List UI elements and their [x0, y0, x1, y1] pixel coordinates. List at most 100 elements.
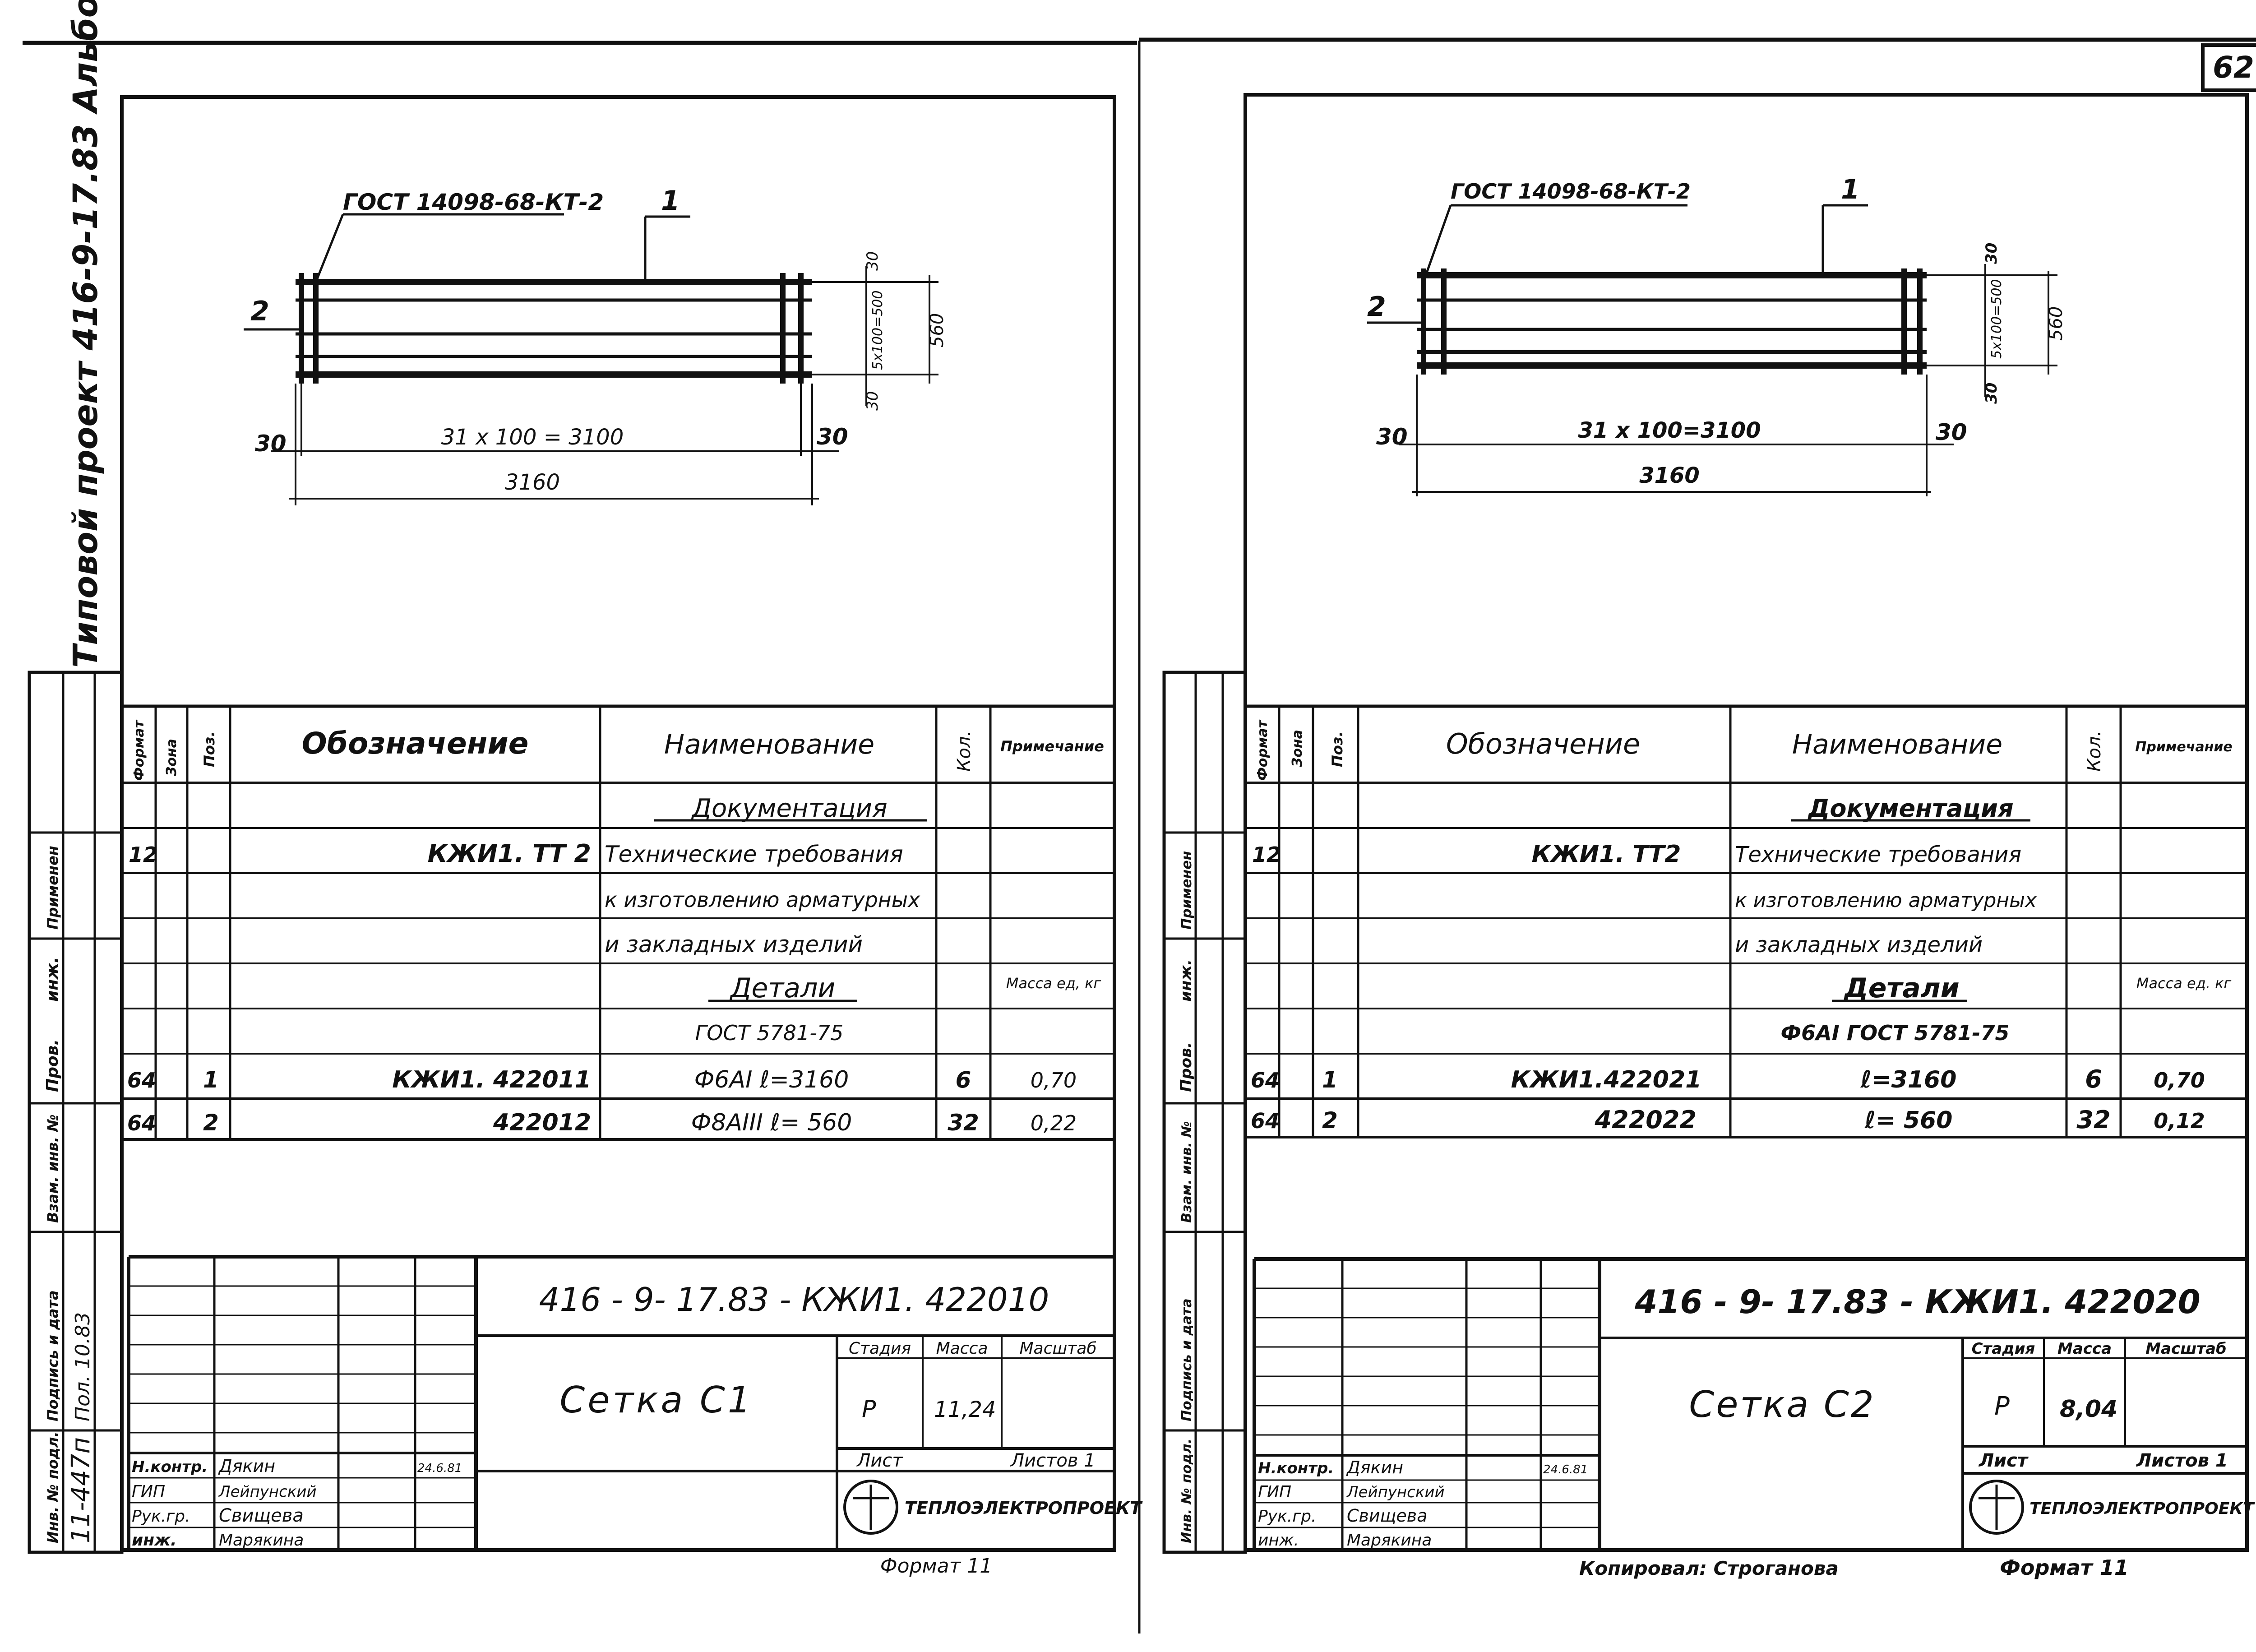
copied-by-right: Копировал: Строганова [1579, 1557, 1839, 1579]
page-number: 62 [2213, 50, 2254, 85]
dim-height-left: 560 [927, 313, 948, 347]
drawing-title-left: Сетка С1 [559, 1379, 753, 1421]
staff-name-right: Лейпунский [1346, 1483, 1445, 1501]
dim-end-right-right: 30 [1936, 419, 1967, 445]
stamp-vzam-inv: Взам. инв. № [44, 1114, 61, 1223]
stamp-prov-right: Пров. [1177, 1042, 1195, 1092]
stage-value-left: Р [862, 1396, 876, 1423]
stamp-inzh: инж. [43, 957, 62, 1002]
stage-value-right: Р [1994, 1392, 2010, 1421]
stamp-podl-number: 11-447п [66, 1437, 96, 1543]
org-name-right: ТЕПЛОЭЛЕКТРОПРОЕКТ [2029, 1499, 2255, 1518]
row-designation-right: 422022 [1595, 1106, 1697, 1134]
stamp-inv-podl: Инв. № подл. [44, 1431, 61, 1543]
hdr-pos-right: Поз. [1329, 731, 1346, 767]
title-block-left [127, 1255, 1114, 1550]
drawing-code-left: 416 - 9- 17.83 - КЖИ1. 422010 [539, 1281, 1049, 1319]
sheet-border [23, 37, 2256, 1633]
stamp-inzh-right: инж. [1177, 959, 1195, 1002]
pos2-label-left: 2 [250, 296, 269, 327]
title-block-right [1253, 1257, 2247, 1550]
left-sheet: ГОСТ 14098-68-КТ-2 1 2 31 x 100 = 3100 3… [28, 95, 1143, 1578]
mass-value-right: 8,04 [2060, 1396, 2117, 1423]
stamp-vzam-inv-right: Взам. инв. № [1179, 1121, 1195, 1223]
hdr-name-left: Наименование [664, 729, 874, 760]
staff-role-left: ГИП [132, 1482, 165, 1501]
staff-name-left: Марякина [219, 1531, 304, 1550]
row-format-right: 12 [1252, 842, 1281, 867]
row-name-right: Детали [1843, 972, 1959, 1004]
side-stamp-left [28, 671, 124, 1554]
gost-note-left: ГОСТ 14098-68-КТ-2 [343, 189, 604, 215]
row-name-right: ℓ=3160 [1860, 1066, 1957, 1093]
row-pos-left: 1 [203, 1067, 219, 1093]
dim-span-right: 31 x 100=3100 [1578, 418, 1761, 443]
mesh-c1-drawing [244, 213, 938, 505]
row-name-left: ГОСТ 5781-75 [695, 1021, 844, 1045]
row-pos-right: 1 [1322, 1067, 1338, 1093]
format-label-left: Формат 11 [880, 1555, 993, 1578]
row-note-right: Масса ед. кг [2136, 975, 2232, 992]
hdr-qty-right: Кол. [2084, 731, 2105, 772]
row-designation-left: КЖИ1. 422011 [392, 1066, 591, 1093]
sheet-label-left: Лист [856, 1450, 903, 1471]
dim-top-right: 30 [1983, 243, 2001, 264]
hdr-note-right: Примечание [2135, 739, 2232, 755]
dim-end-right-left: 30 [817, 424, 848, 450]
staff-date-left: 24.6.81 [417, 1462, 462, 1475]
staff-role-right: Н.контр. [1258, 1459, 1334, 1477]
row-name-left: Ф8АIII ℓ= 560 [691, 1109, 852, 1136]
staff-name-left: Дякин [218, 1456, 275, 1476]
staff-name-right: Марякина [1347, 1531, 1432, 1550]
gost-note-right: ГОСТ 14098-68-КТ-2 [1451, 179, 1691, 204]
stamp-inv-podl-right: Инв. № подл. [1179, 1439, 1195, 1543]
row-qty-right: 6 [2085, 1065, 2102, 1093]
row-name-right: Документация [1807, 794, 2013, 823]
hdr-note-left: Примечание [1000, 738, 1104, 755]
spec-table-right [1245, 704, 2247, 1138]
sheets-label-left: Листов 1 [1010, 1450, 1096, 1471]
row-designation-left: 422012 [493, 1109, 591, 1136]
row-format-left: 12 [129, 842, 157, 867]
staff-date-right: 24.6.81 [1543, 1463, 1588, 1476]
mesh-c2-drawing [1367, 204, 2057, 496]
hdr-designation-left: Обозначение [302, 726, 529, 761]
sheets-label-right: Листов 1 [2136, 1450, 2228, 1471]
mass-label-right: Масса [2057, 1340, 2112, 1358]
drawing-code-right: 416 - 9- 17.83 - КЖИ1. 422020 [1634, 1283, 2200, 1321]
row-designation-left: КЖИ1. ТТ 2 [428, 839, 591, 868]
row-name-right: и закладных изделий [1735, 932, 1983, 958]
row-format-left: 64 [127, 1111, 156, 1135]
right-sheet: ГОСТ 14098-68-КТ-2 1 2 31 x 100=3100 316… [1162, 93, 2255, 1580]
stamp-sign-date: Пол. 10.83 [71, 1312, 94, 1421]
mass-value-left: 11,24 [934, 1397, 996, 1422]
format-label-right: Формат 11 [2000, 1555, 2128, 1580]
row-pos-left: 2 [203, 1110, 219, 1136]
hdr-pos-left: Поз. [201, 731, 218, 767]
stamp-primenen-right: Применен [1179, 851, 1195, 930]
staff-name-left: Свищева [219, 1505, 304, 1526]
staff-role-right: ГИП [1258, 1483, 1291, 1501]
hdr-qty-left: Кол. [954, 731, 975, 772]
staff-role-left: инж. [132, 1531, 177, 1550]
drawing-title-right: Сетка С2 [1689, 1384, 1875, 1425]
row-format-right: 64 [1251, 1068, 1280, 1092]
row-name-left: Ф6АI ℓ=3160 [694, 1066, 849, 1093]
row-name-right: Ф6АI ГОСТ 5781-75 [1780, 1021, 2009, 1045]
dim-total-left: 3160 [505, 470, 560, 495]
stamp-primenen: Применен [44, 846, 61, 930]
row-name-left: Документация [690, 794, 887, 823]
staff-role-left: Рук.гр. [132, 1507, 190, 1526]
stage-label-left: Стадия [849, 1339, 911, 1358]
row-note-left: Масса ед, кг [1006, 975, 1101, 992]
row-format-left: 64 [127, 1068, 156, 1092]
dim-bottom-right: 30 [1983, 383, 2001, 404]
row-note-left: 0,70 [1031, 1068, 1077, 1092]
row-name-left: Детали [729, 972, 836, 1004]
spec-table-left [122, 704, 1114, 1141]
hdr-zone-right: Зона [1290, 730, 1305, 768]
hdr-designation-right: Обозначение [1446, 727, 1640, 760]
dim-top-left: 30 [864, 251, 882, 271]
staff-role-right: Рук.гр. [1258, 1507, 1316, 1526]
